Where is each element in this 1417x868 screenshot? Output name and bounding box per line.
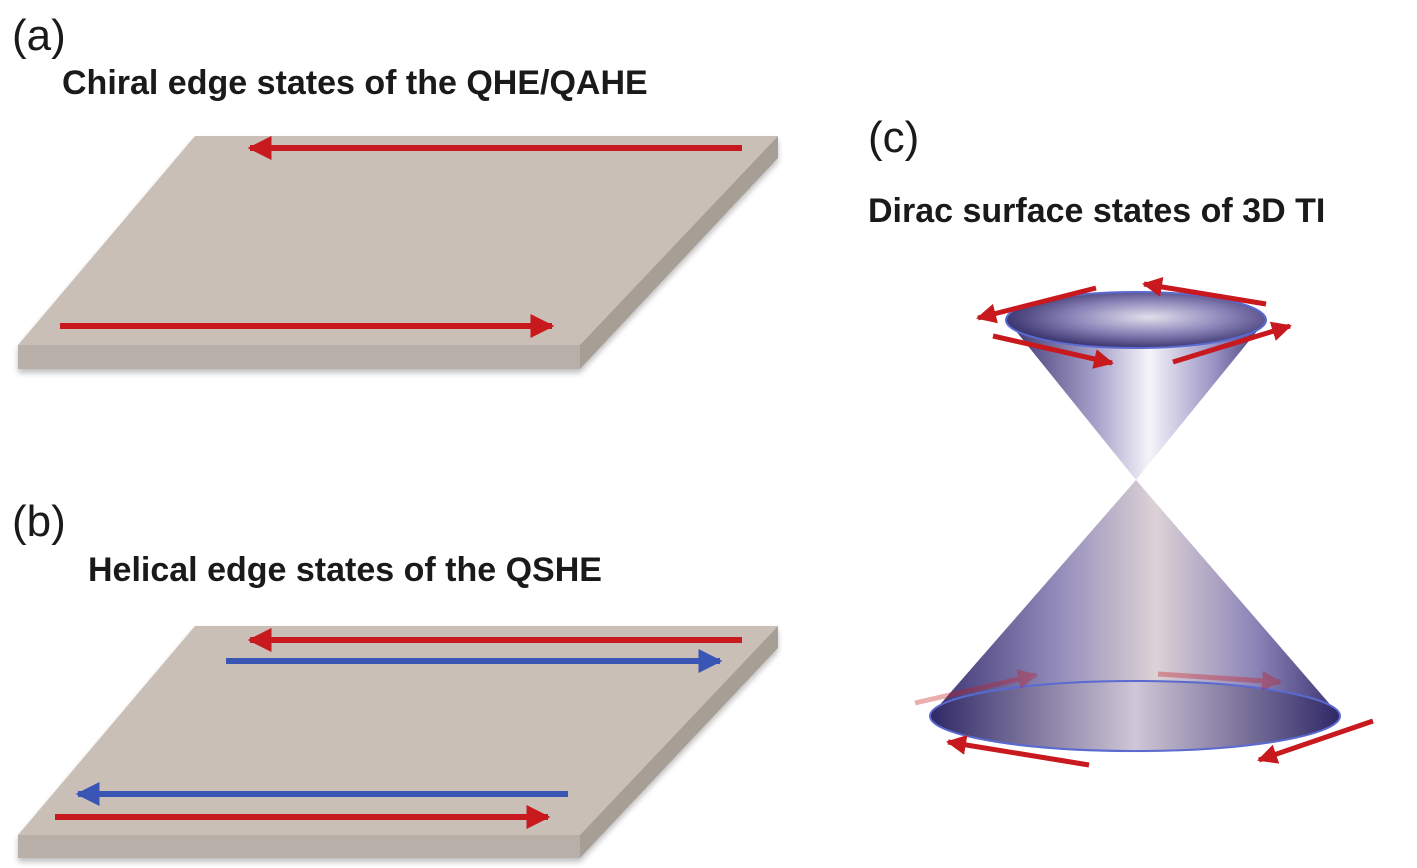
- dirac-cone: [914, 277, 1374, 768]
- panel-c-label: (c): [868, 113, 920, 162]
- panel-b-slab: [18, 626, 778, 858]
- slab-b-front-side: [18, 835, 580, 858]
- upper-cone: [1007, 320, 1266, 480]
- upper-cone-disk: [1005, 291, 1267, 349]
- slab-b-top: [18, 626, 778, 835]
- lower-cone-arrow-front-left: [946, 735, 1090, 768]
- slab-a-top: [18, 136, 778, 345]
- upper-cone-arrow-front-left: [992, 333, 1114, 369]
- panel-a-label: (a): [12, 11, 66, 60]
- upper-cone-arrow-front-right: [1172, 321, 1292, 365]
- lower-cone-arrow-back-right: [1157, 670, 1282, 691]
- upper-cone-arrow-back-right: [1142, 277, 1267, 307]
- slab-b-right-side: [580, 626, 778, 858]
- lower-cone-rim: [929, 680, 1341, 752]
- panel-a-slab: [18, 136, 778, 369]
- panel-a-title: Chiral edge states of the QHE/QAHE: [62, 64, 648, 102]
- upper-cone-arrow-back-left: [976, 285, 1097, 324]
- slab-a-front-side: [18, 345, 580, 369]
- panel-b-label: (b): [12, 497, 66, 546]
- lower-cone-arrow-back-left: [914, 669, 1038, 706]
- slab-a-right-side: [580, 136, 778, 369]
- panel-b-title: Helical edge states of the QSHE: [88, 551, 602, 589]
- panel-c-title: Dirac surface states of 3D TI: [868, 192, 1326, 230]
- lower-cone-arrow-front-right: [1257, 718, 1374, 764]
